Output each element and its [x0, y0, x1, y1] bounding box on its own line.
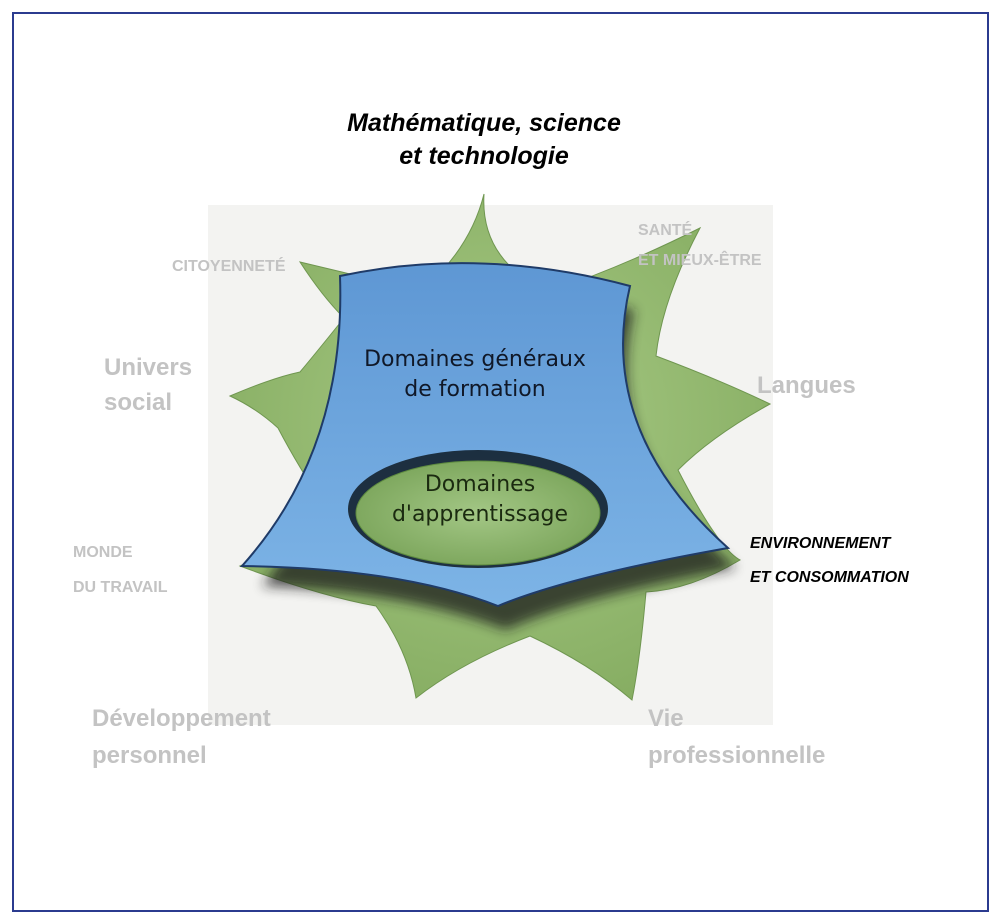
- label-sante: Santé et mieux-être: [638, 216, 762, 277]
- label-math-line2: et technologie: [399, 141, 569, 170]
- label-citoyennete-line1: Citoyenneté: [172, 258, 286, 275]
- label-monde-line2: du travail: [73, 579, 168, 597]
- label-environnement: Environnement et consommation: [750, 527, 909, 594]
- label-math-science-tech: Mathématique, science et technologie: [294, 107, 674, 172]
- label-vie-line2: professionnelle: [648, 742, 826, 770]
- learning-domains-line1: Domaines: [424, 472, 536, 497]
- label-langues-line1: Langues: [757, 372, 856, 399]
- label-math-line1: Mathématique, science: [347, 109, 621, 137]
- label-univers-line2: social: [104, 388, 173, 416]
- label-developpement-line2: personnel: [92, 742, 207, 770]
- learning-domains-line2: d'apprentissage: [391, 501, 569, 527]
- general-domains-title: Domaines généraux de formation: [330, 345, 620, 404]
- label-citoyennete: Citoyenneté: [172, 257, 286, 278]
- label-sante-line2: et mieux-être: [638, 252, 762, 270]
- label-environnement-line2: et consommation: [750, 568, 909, 586]
- label-univers-social: Univers social: [104, 351, 192, 421]
- label-sante-line1: Santé: [638, 222, 693, 239]
- label-developpement-personnel: Développement personnel: [92, 700, 271, 774]
- label-environnement-line1: Environnement: [750, 535, 891, 552]
- general-domains-line1: Domaines généraux: [364, 347, 586, 372]
- label-developpement-line1: Développement: [92, 705, 271, 732]
- label-langues: Langues: [757, 370, 856, 401]
- label-monde-travail: Monde du travail: [73, 535, 168, 605]
- label-monde-line1: Monde: [73, 544, 133, 561]
- general-domains-line2: de formation: [404, 376, 546, 402]
- learning-domains-title: Domaines d'apprentissage: [360, 470, 600, 529]
- learning-domains-oval: [355, 460, 601, 566]
- label-vie-line1: Vie: [648, 705, 684, 732]
- label-univers-line1: Univers: [104, 354, 193, 381]
- label-vie-professionnelle: Vie professionnelle: [648, 700, 825, 774]
